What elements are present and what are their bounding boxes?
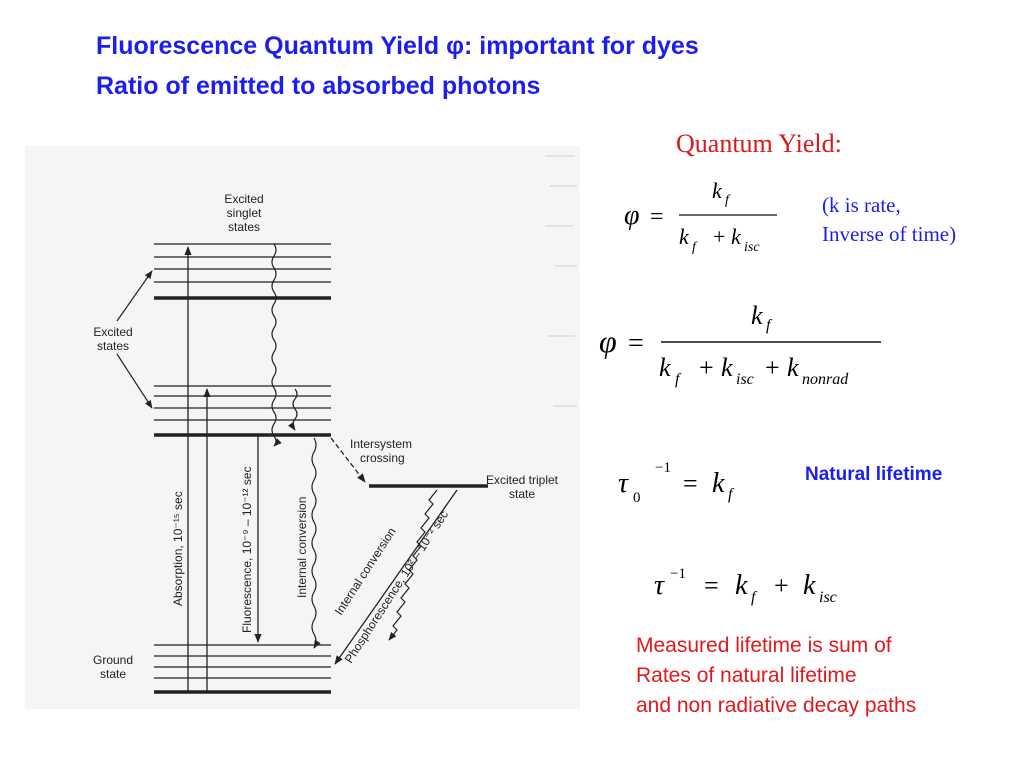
- k-symbol: k: [803, 570, 816, 601]
- rate-note-line2: Inverse of time): [822, 222, 957, 246]
- plus-sign: +: [699, 353, 714, 382]
- plus-sign: +: [765, 353, 780, 382]
- rate-note: (k is rate, Inverse of time): [822, 191, 956, 249]
- label-fluorescence: Fluorescence, 10⁻⁹ – 10⁻¹² sec: [240, 466, 254, 633]
- k-symbol: k: [751, 301, 763, 330]
- subscript-f: f: [728, 486, 735, 503]
- subscript-isc: isc: [819, 589, 837, 606]
- plus-sign: +: [774, 571, 789, 600]
- label-excited-singlet-1: Excited: [224, 192, 263, 206]
- tau-symbol: τ: [618, 468, 629, 499]
- ground-state-levels: [154, 644, 331, 694]
- jablonski-diagram: Excited singlet states Excited states Gr…: [93, 155, 577, 694]
- k-symbol: k: [659, 353, 671, 382]
- excited-states-pointer-down: [116, 353, 153, 409]
- vibrational-relaxation-wave: [271, 243, 282, 447]
- scan-artifact: [545, 155, 577, 407]
- equation-quantum-yield-simple: φ = k f k f + k isc: [624, 178, 777, 255]
- slide-title-line2: Ratio of emitted to absorbed photons: [96, 72, 541, 100]
- phi-symbol: φ: [599, 323, 617, 359]
- label-excited-singlet-2: singlet: [227, 206, 262, 220]
- tau-symbol: τ: [654, 570, 665, 601]
- natural-lifetime-label: Natural lifetime: [805, 464, 943, 485]
- measured-lifetime-text: Measured lifetime is sum of Rates of nat…: [636, 631, 916, 721]
- internal-conversion-wave: [311, 437, 321, 649]
- subscript-isc: isc: [736, 371, 754, 388]
- equals-sign: =: [628, 328, 644, 359]
- k-symbol: k: [735, 570, 748, 601]
- k-symbol: k: [787, 353, 799, 382]
- equals-sign: =: [704, 571, 719, 600]
- measured-line3: and non radiative decay paths: [636, 694, 917, 717]
- measured-line1: Measured lifetime is sum of: [636, 634, 892, 657]
- label-intersystem-2: crossing: [360, 451, 405, 465]
- label-triplet-1: Excited triplet: [486, 473, 559, 487]
- subscript-f: f: [725, 193, 731, 208]
- phi-symbol: φ: [624, 200, 640, 231]
- label-excited-singlet-3: states: [228, 220, 260, 234]
- superscript-minus-one: −1: [655, 460, 671, 476]
- k-symbol: k: [679, 224, 690, 249]
- subscript-f: f: [692, 240, 698, 255]
- equals-sign: =: [683, 469, 698, 498]
- subscript-zero: 0: [633, 490, 641, 506]
- slide-title-line1: Fluorescence Quantum Yield φ: important …: [96, 32, 699, 60]
- label-excited-states-1: Excited: [93, 325, 132, 339]
- k-symbol: k: [712, 468, 725, 499]
- jablonski-diagram-panel: Excited singlet states Excited states Gr…: [25, 146, 580, 709]
- label-ground-state-2: state: [100, 667, 126, 681]
- k-symbol: k: [731, 224, 742, 249]
- subscript-isc: isc: [744, 240, 760, 255]
- quantum-yield-heading: Quantum Yield:: [676, 129, 842, 158]
- label-excited-states-2: states: [97, 339, 129, 353]
- measured-line2: Rates of natural lifetime: [636, 664, 857, 687]
- lower-singlet-levels: [154, 385, 331, 437]
- equation-measured-lifetime: τ −1 = k f + k isc: [654, 566, 837, 606]
- subscript-f: f: [751, 589, 758, 606]
- plus-sign: +: [713, 224, 725, 249]
- rate-note-line1: (k is rate,: [822, 193, 901, 217]
- relaxation-wave-short: [288, 388, 298, 431]
- label-absorption: Absorption, 10⁻¹⁵ sec: [171, 491, 185, 606]
- excited-states-pointer-up: [116, 270, 153, 322]
- equals-sign: =: [650, 204, 664, 230]
- k-symbol: k: [721, 353, 733, 382]
- upper-singlet-levels: [154, 243, 331, 300]
- equation-quantum-yield-full: φ = k f k f + k isc + k nonrad: [599, 301, 881, 388]
- intersystem-crossing-arrow: [330, 437, 366, 483]
- subscript-nonrad: nonrad: [802, 371, 849, 388]
- equation-natural-lifetime: τ 0 −1 = k f: [618, 460, 735, 506]
- label-ground-state-1: Ground: [93, 653, 133, 667]
- label-internal-conversion: Internal conversion: [295, 497, 309, 598]
- phosphorescence-arrow: [334, 489, 458, 665]
- label-intersystem-1: Intersystem: [350, 437, 412, 451]
- subscript-f: f: [766, 317, 773, 334]
- subscript-f: f: [675, 371, 682, 388]
- superscript-minus-one: −1: [670, 566, 686, 582]
- k-symbol: k: [712, 178, 723, 203]
- triplet-internal-conversion-wave: [388, 489, 438, 641]
- label-triplet-2: state: [509, 487, 535, 501]
